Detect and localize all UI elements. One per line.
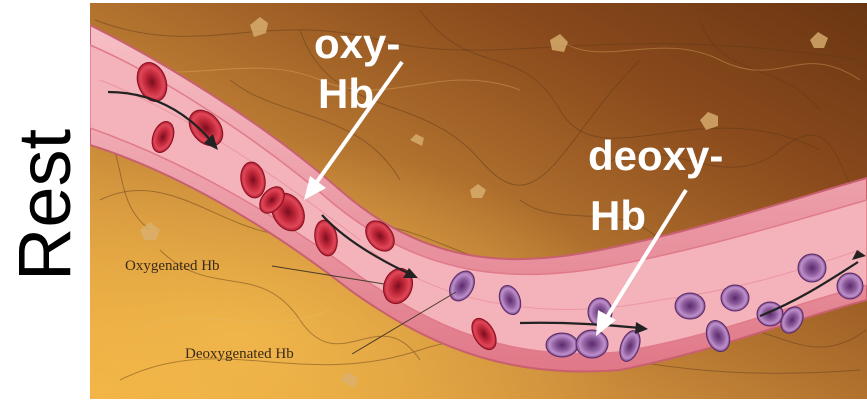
- oxy-annotation-line1: oxy-: [314, 20, 400, 67]
- deoxy-annotation-line2: Hb: [590, 192, 646, 239]
- oxygenated-label: Oxygenated Hb: [125, 258, 220, 274]
- deoxy-annotation-line1: deoxy-: [588, 132, 723, 179]
- deoxygenated-label: Deoxygenated Hb: [185, 346, 294, 362]
- oxy-annotation-line2: Hb: [318, 70, 374, 117]
